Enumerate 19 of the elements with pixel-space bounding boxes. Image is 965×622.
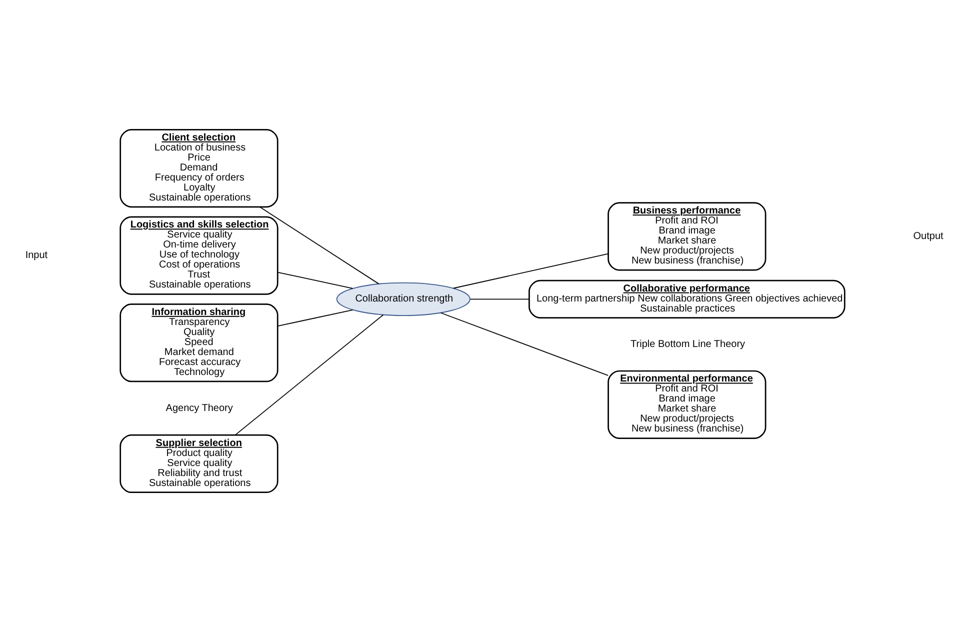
connector bbox=[440, 312, 608, 376]
connector bbox=[470, 298, 530, 300]
connector bbox=[259, 206, 380, 284]
label: Agency Theory bbox=[166, 402, 233, 414]
node-box: Collaborative performance Long-term partnership New collaborations Green objectives achieved Sustainable practices bbox=[528, 280, 846, 318]
node-ellipse: Collaboration strength bbox=[336, 282, 470, 316]
connector bbox=[277, 272, 354, 289]
node-box: Supplier selection Product quality Service quality Reliability and trust Sustainable operations bbox=[120, 434, 278, 494]
label: Triple Bottom Line Theory bbox=[630, 339, 746, 350]
connector bbox=[452, 253, 608, 289]
node-box: Environmental performance Profit and ROI Brand image Market share New product/projects New business (franchise) bbox=[608, 370, 766, 439]
label: Input bbox=[25, 250, 48, 262]
label: Output bbox=[913, 231, 944, 242]
node-box: Information sharing Transparency Quality Speed Market demand Forecast accuracy Technology bbox=[120, 304, 278, 382]
node-box: Business performance Profit and ROI Brand image Market share New product/projects New business (franchise) bbox=[608, 202, 766, 271]
connector bbox=[234, 314, 384, 436]
node-box: Logistics and skills selection Service quality On-time delivery Use of technology Cost of operations Trust Sustainable operations bbox=[120, 216, 278, 295]
connector bbox=[277, 309, 354, 327]
node-box: Client selection Location of business Price Demand Frequency of orders Loyalty Sustainable operations bbox=[120, 128, 278, 208]
